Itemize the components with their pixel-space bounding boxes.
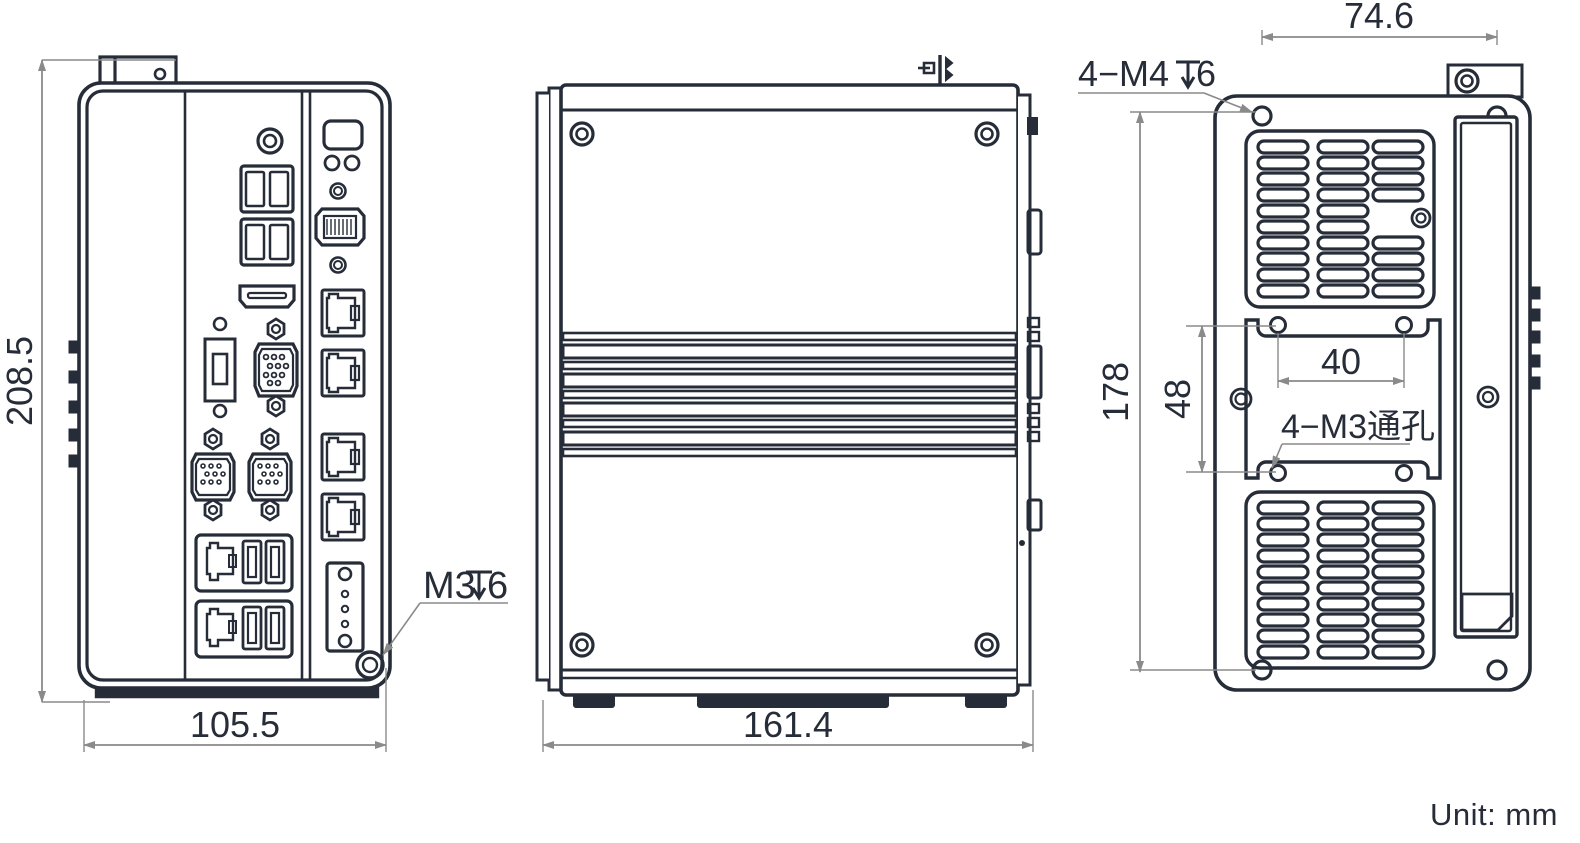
antenna-hole-2 (329, 256, 347, 274)
led-indicator-1 (323, 154, 341, 172)
callout-m3-depth: M3 6 (382, 565, 508, 656)
power-button[interactable] (322, 119, 364, 151)
rear-side-panel (1453, 115, 1519, 639)
callout-label-4m4: 4−M4 (1078, 53, 1169, 94)
callout-label-4m4-depth: 6 (1196, 53, 1216, 94)
dim-label-74-6: 74.6 (1344, 0, 1414, 36)
vga-port (253, 317, 299, 418)
rear-vent-lower (1244, 490, 1436, 670)
rear-label-plate (1460, 592, 1514, 632)
dim-label-208-5: 208.5 (0, 336, 40, 426)
serial-db9-port-1 (190, 427, 236, 522)
rear-plate-screw (1229, 387, 1253, 411)
dim-depth-161-4: 161.4 (542, 690, 1034, 752)
dim-width-105-5: 105.5 (83, 668, 387, 752)
side-heatsink-fins (561, 331, 1018, 458)
rear-vent-upper (1244, 129, 1436, 309)
unit-note: Unit: mm (1430, 797, 1558, 832)
hdmi-port (238, 284, 296, 309)
side-feet (573, 694, 1007, 708)
callout-4-m3-through: 4−M3通孔 (1271, 408, 1435, 469)
rear-side-panel-screw (1476, 385, 1500, 409)
dim-mount-height-178: 178 (1095, 111, 1256, 673)
dim-label-161-4: 161.4 (743, 704, 833, 745)
lan-usb-combo-2 (194, 599, 294, 659)
lan-usb-combo-1 (194, 533, 294, 593)
rear-m3-through-hole-br (1395, 464, 1413, 482)
depth-symbol-icon (466, 570, 492, 601)
rear-top-bracket (1446, 63, 1524, 99)
led-indicator-2 (343, 154, 361, 172)
rear-m4-hole-top-left (1251, 105, 1273, 127)
side-view (535, 55, 1043, 708)
audio-jack (256, 127, 284, 155)
dim-label-178: 178 (1095, 362, 1136, 422)
rear-vesa-mount-plate (1229, 316, 1442, 482)
dim-mount-width-74-6: 74.6 (1261, 0, 1498, 45)
usb-port-stack-upper (239, 164, 295, 267)
display-port (314, 207, 366, 247)
rear-mount-view (1213, 63, 1541, 692)
callout-label-4m3-through: 4−M3通孔 (1281, 408, 1435, 446)
dvi-port (203, 316, 237, 419)
side-antenna-connector (918, 55, 954, 88)
antenna-hole-1 (329, 182, 347, 200)
front-m3-screw-hole (355, 650, 385, 680)
rear-m3-through-hole-tl (1269, 316, 1287, 334)
dim-hole-spacing-40: 40 (1277, 333, 1405, 388)
depth-symbol-icon-m4 (1176, 60, 1200, 90)
front-io-view (68, 55, 392, 699)
side-right-rail (1018, 93, 1043, 687)
dim-label-40: 40 (1321, 341, 1361, 382)
rear-m4-hole-bottom-right (1486, 659, 1508, 681)
front-bottom-foot (94, 686, 380, 699)
dim-label-48: 48 (1157, 379, 1198, 419)
dim-height-208-5: 208.5 (0, 59, 176, 703)
rear-vent-screw-upper (1410, 207, 1432, 229)
serial-db9-port-2 (247, 427, 293, 522)
callout-4-m4-depth: 4−M4 6 (1078, 53, 1253, 113)
callout-label-m3-depth: 6 (487, 565, 508, 607)
side-left-rail (535, 86, 563, 692)
terminal-block (325, 561, 365, 653)
rear-m3-through-hole-tr (1395, 316, 1413, 334)
dim-label-105-5: 105.5 (190, 704, 280, 745)
rear-right-rail-notches (1530, 286, 1541, 390)
front-left-rail-notches (68, 340, 79, 468)
dim-hole-spacing-48: 48 (1157, 325, 1276, 473)
